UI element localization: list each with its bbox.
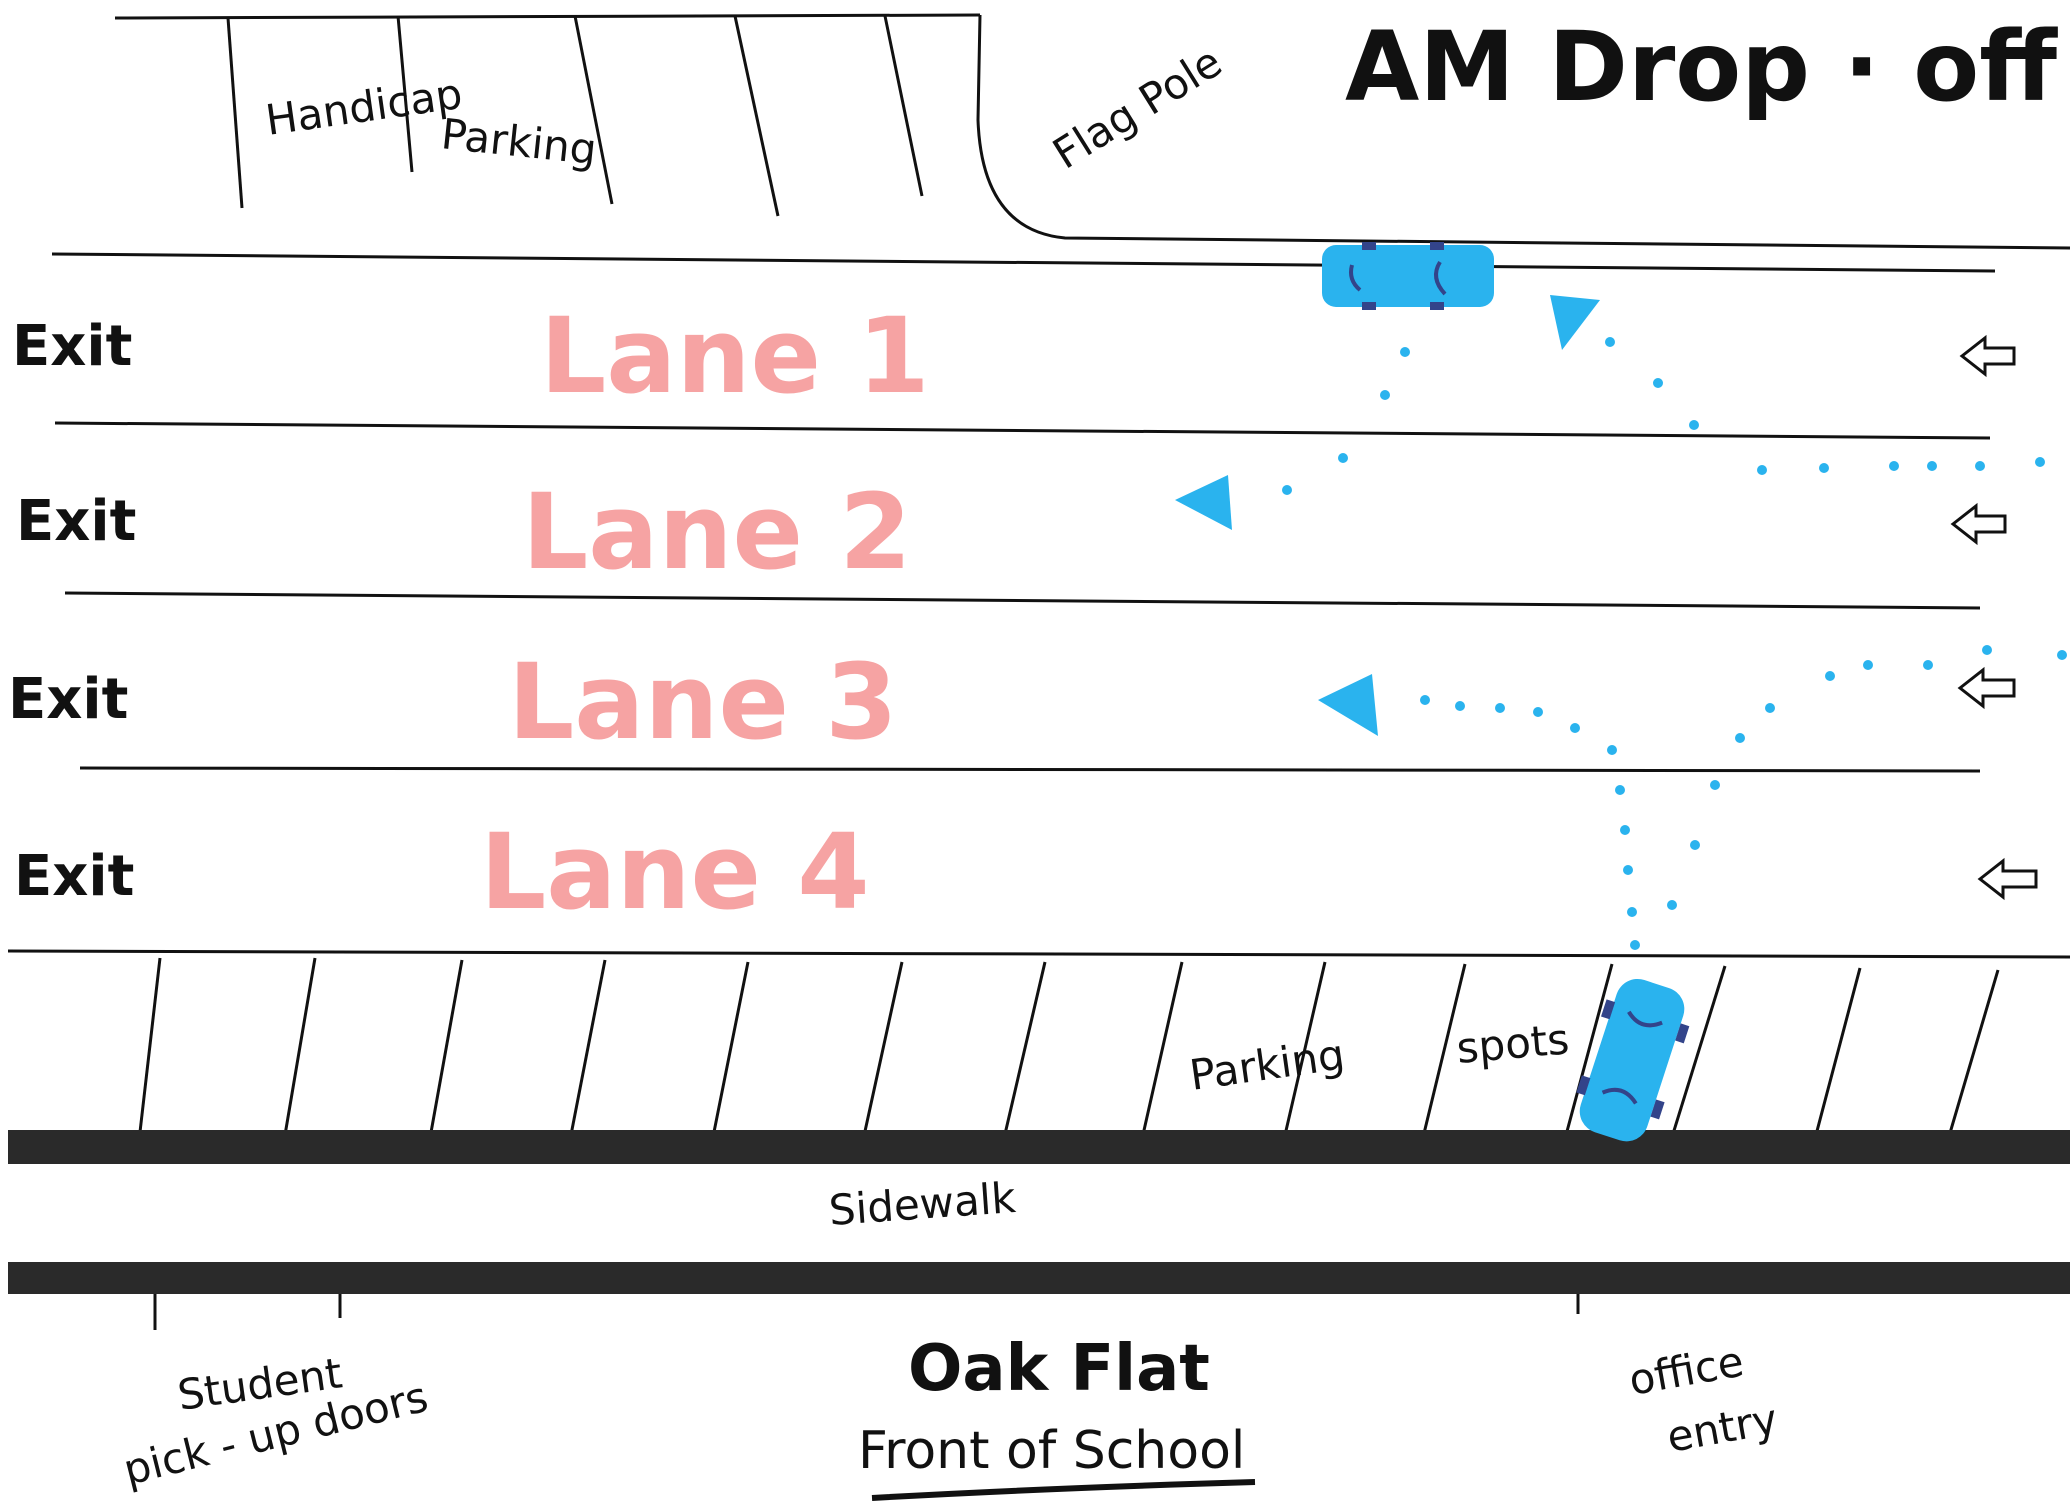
lane-lines xyxy=(7,252,2070,959)
car-icon xyxy=(1322,242,1494,310)
front-of-school-label: Front of School xyxy=(858,1421,1245,1481)
bottom-parking-area xyxy=(138,957,2000,1151)
flag-pole-label: Flag Pole xyxy=(1044,37,1230,179)
arrowhead-icon xyxy=(1318,674,1378,736)
school-name: Oak Flat xyxy=(908,1332,1210,1406)
handicap-label: Handicap xyxy=(263,69,466,145)
office-label-line-2: entry xyxy=(1663,1394,1781,1462)
arrow-left-icon xyxy=(1977,857,2038,901)
arrow-left-icon xyxy=(1950,502,2007,546)
arrow-left-icon xyxy=(1959,334,2016,378)
sidewalk-label: Sidewalk xyxy=(827,1173,1018,1235)
lane-4-label: Lane 4 xyxy=(480,811,870,933)
page-title: AM Drop · off xyxy=(1345,11,2058,123)
arrow-left-icon xyxy=(1957,666,2016,710)
lane-2-label: Lane 2 xyxy=(522,471,912,593)
exit-label-lane-4: Exit xyxy=(14,844,134,909)
underline xyxy=(871,1479,1256,1501)
lane-direction-arrows xyxy=(1950,334,2038,901)
arrowhead-icon xyxy=(1550,295,1600,350)
car-icon xyxy=(1576,978,1690,1142)
office-label-line-1: office xyxy=(1625,1337,1747,1405)
building-edge xyxy=(8,1262,2070,1294)
lane-3-label: Lane 3 xyxy=(508,641,898,763)
bottom-parking-label: Parking xyxy=(1187,1030,1348,1100)
exit-label-lane-3: Exit xyxy=(8,667,128,732)
spots-label: spots xyxy=(1455,1014,1571,1073)
traffic-paths xyxy=(1282,337,2067,950)
top-parking-label: Parking xyxy=(439,109,599,174)
top-parking-area xyxy=(114,13,2070,250)
door-markers xyxy=(153,1294,1580,1330)
lane-1-label: Lane 1 xyxy=(540,295,930,417)
arrowhead-icon xyxy=(1175,475,1232,530)
exit-label-lane-2: Exit xyxy=(16,489,136,554)
sidewalk-curb xyxy=(8,1130,2070,1164)
exit-label-lane-1: Exit xyxy=(12,314,132,379)
